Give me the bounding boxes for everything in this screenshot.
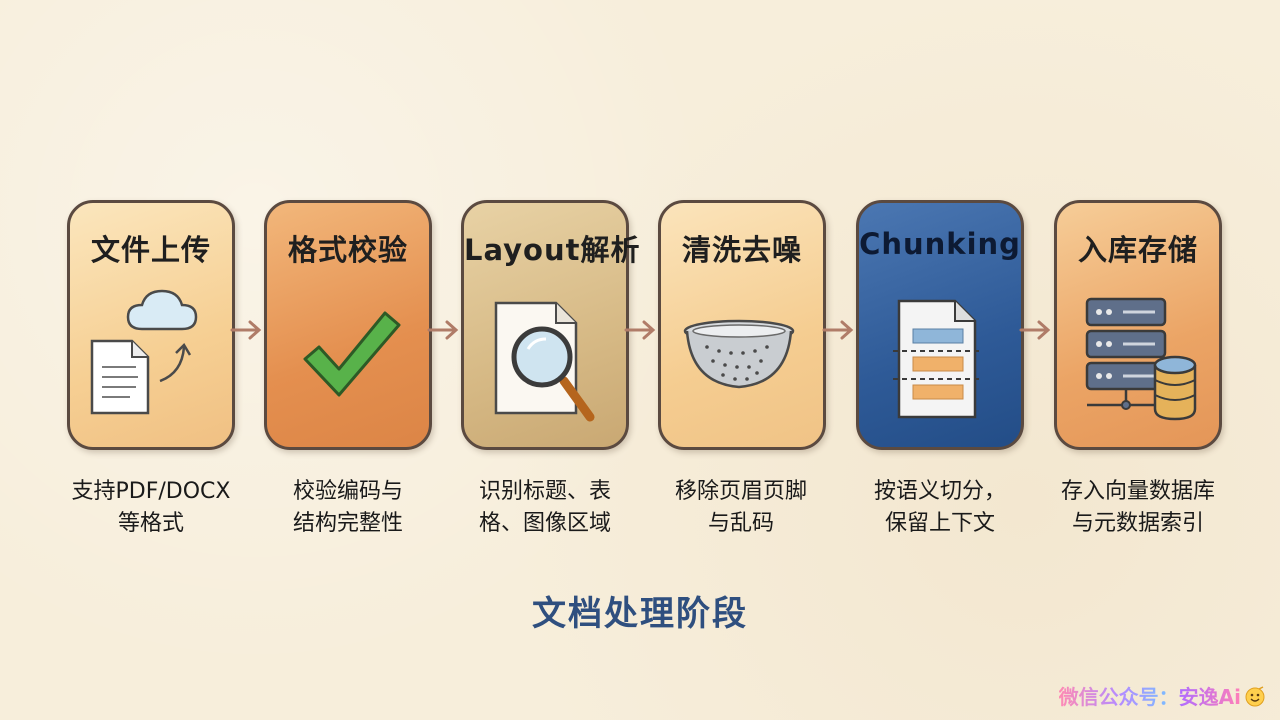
step-caption: 存入向量数据库 与元数据索引 xyxy=(1038,476,1238,540)
step-title: 格式校验 xyxy=(287,233,408,267)
watermark: 微信公众号： 安逸Ai xyxy=(1059,681,1266,710)
caption-line: 按语义切分， xyxy=(873,479,1006,504)
step-card-layout: Layout解析 xyxy=(461,200,641,450)
checkmark-icon xyxy=(267,281,429,431)
step-title: 文件上传 xyxy=(90,233,211,267)
arrow-right-icon xyxy=(427,318,461,342)
step-card-cleaning: 清洗去噪 xyxy=(658,200,826,450)
watermark-name: 安逸Ai xyxy=(1179,681,1241,710)
caption-line: 支持PDF/DOCX xyxy=(71,479,231,504)
arrow-right-icon xyxy=(624,318,658,342)
caption-line: 与元数据索引 xyxy=(1071,511,1204,536)
emoji-icon xyxy=(1244,685,1266,707)
step-card-chunking: Chunking xyxy=(856,200,1024,450)
document-cloud-upload-icon xyxy=(70,281,232,431)
step-caption: 移除页眉页脚 与乱码 xyxy=(641,476,841,540)
server-database-icon xyxy=(1057,281,1219,431)
step-title: 入库存储 xyxy=(1077,233,1198,267)
arrow-right-icon xyxy=(1019,318,1053,342)
caption-line: 与乱码 xyxy=(707,511,774,536)
caption-line: 移除页眉页脚 xyxy=(674,479,807,504)
watermark-label: 微信公众号： xyxy=(1059,681,1179,710)
step-title: Chunking xyxy=(859,227,1021,261)
document-magnifier-icon xyxy=(464,281,626,431)
step-card-upload: 文件上传 xyxy=(67,200,235,450)
step-caption: 识别标题、表 格、图像区域 xyxy=(445,476,645,540)
step-card-storage: 入库存储 xyxy=(1054,200,1222,450)
step-card-validation: 格式校验 xyxy=(264,200,432,450)
document-chunks-icon xyxy=(859,281,1021,431)
arrow-right-icon xyxy=(230,318,264,342)
arrow-right-icon xyxy=(822,318,856,342)
caption-line: 校验编码与 xyxy=(292,479,403,504)
colander-icon xyxy=(661,281,823,431)
caption-line: 保留上下文 xyxy=(884,511,995,536)
diagram-title: 文档处理阶段 xyxy=(532,594,748,634)
caption-line: 存入向量数据库 xyxy=(1060,479,1215,504)
step-title: 清洗去噪 xyxy=(681,233,802,267)
caption-line: 等格式 xyxy=(117,511,184,536)
step-title: Layout解析 xyxy=(464,233,641,267)
caption-line: 格、图像区域 xyxy=(478,511,611,536)
step-caption: 校验编码与 结构完整性 xyxy=(248,476,448,540)
step-caption: 支持PDF/DOCX 等格式 xyxy=(51,476,251,540)
step-caption: 按语义切分， 保留上下文 xyxy=(840,476,1040,540)
caption-line: 结构完整性 xyxy=(292,511,403,536)
caption-line: 识别标题、表 xyxy=(478,479,611,504)
